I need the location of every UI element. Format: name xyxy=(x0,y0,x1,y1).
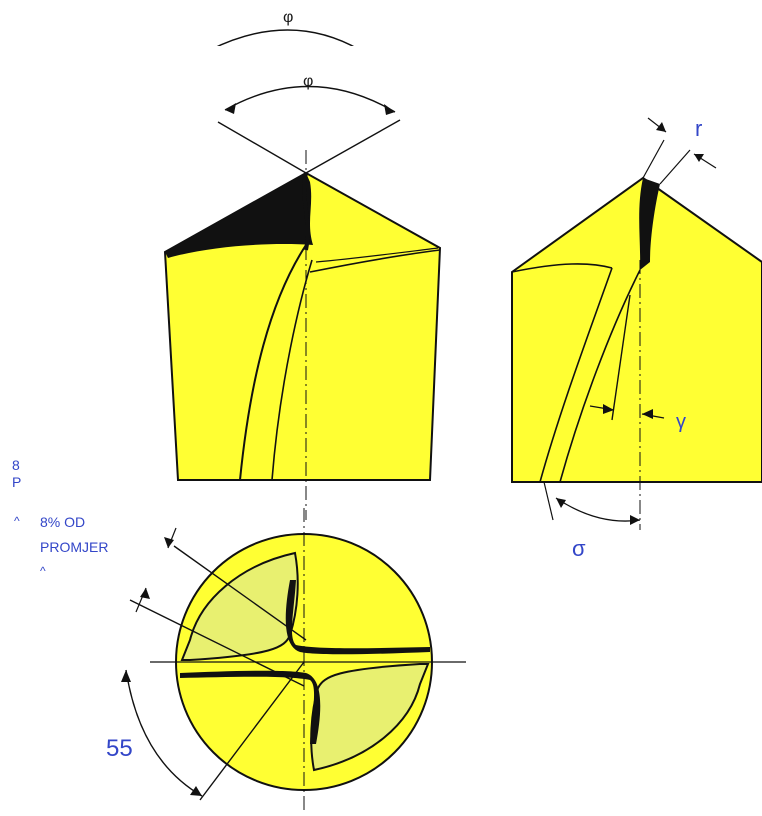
web-leader-2 xyxy=(129,599,305,687)
phi-ghost-label: φ xyxy=(283,9,293,26)
web-note-line2: PROMJER xyxy=(40,539,108,555)
ghost-mask xyxy=(160,46,380,56)
lip-edge xyxy=(309,249,441,273)
ghost-angle-marker: φ xyxy=(209,9,361,51)
cutting-face xyxy=(165,173,313,258)
drill-side-view: φ xyxy=(163,73,442,520)
section-flute-1 xyxy=(539,267,613,483)
drill-end-view: 55 xyxy=(106,508,466,811)
angle-55-arc xyxy=(125,669,203,797)
web-note-line1: 8% OD xyxy=(40,514,85,530)
angle-55-leg xyxy=(199,661,305,801)
sigma-arc xyxy=(555,497,641,522)
cutting-lip-upper xyxy=(285,580,430,655)
chisel-edge xyxy=(639,178,660,270)
edge-fragment-1: 8 xyxy=(12,457,20,473)
gamma-label: γ xyxy=(676,411,686,433)
section-body xyxy=(511,176,762,483)
edge-fragments: 8 P ^ xyxy=(12,457,21,528)
flute-line-2 xyxy=(271,259,313,481)
edge-fragment-2: P xyxy=(12,474,21,490)
angle-55-label: 55 xyxy=(106,735,133,762)
web-thickness-note: 8% OD PROMJER ^ xyxy=(40,514,108,578)
flute-region-top xyxy=(180,551,299,661)
tau-label: r xyxy=(695,116,702,141)
web-leader-1 xyxy=(173,545,307,641)
web-note-caret: ^ xyxy=(40,564,46,578)
cutting-lip-lower xyxy=(180,670,321,744)
edge-fragment-3: ^ xyxy=(14,514,20,528)
phi-label: φ xyxy=(303,73,313,90)
phi-arc xyxy=(224,85,396,113)
flute-line-1 xyxy=(239,244,307,481)
sigma-label: σ xyxy=(572,536,586,561)
section-flute-2 xyxy=(559,269,641,483)
drill-section-view: r γ σ xyxy=(511,116,762,561)
